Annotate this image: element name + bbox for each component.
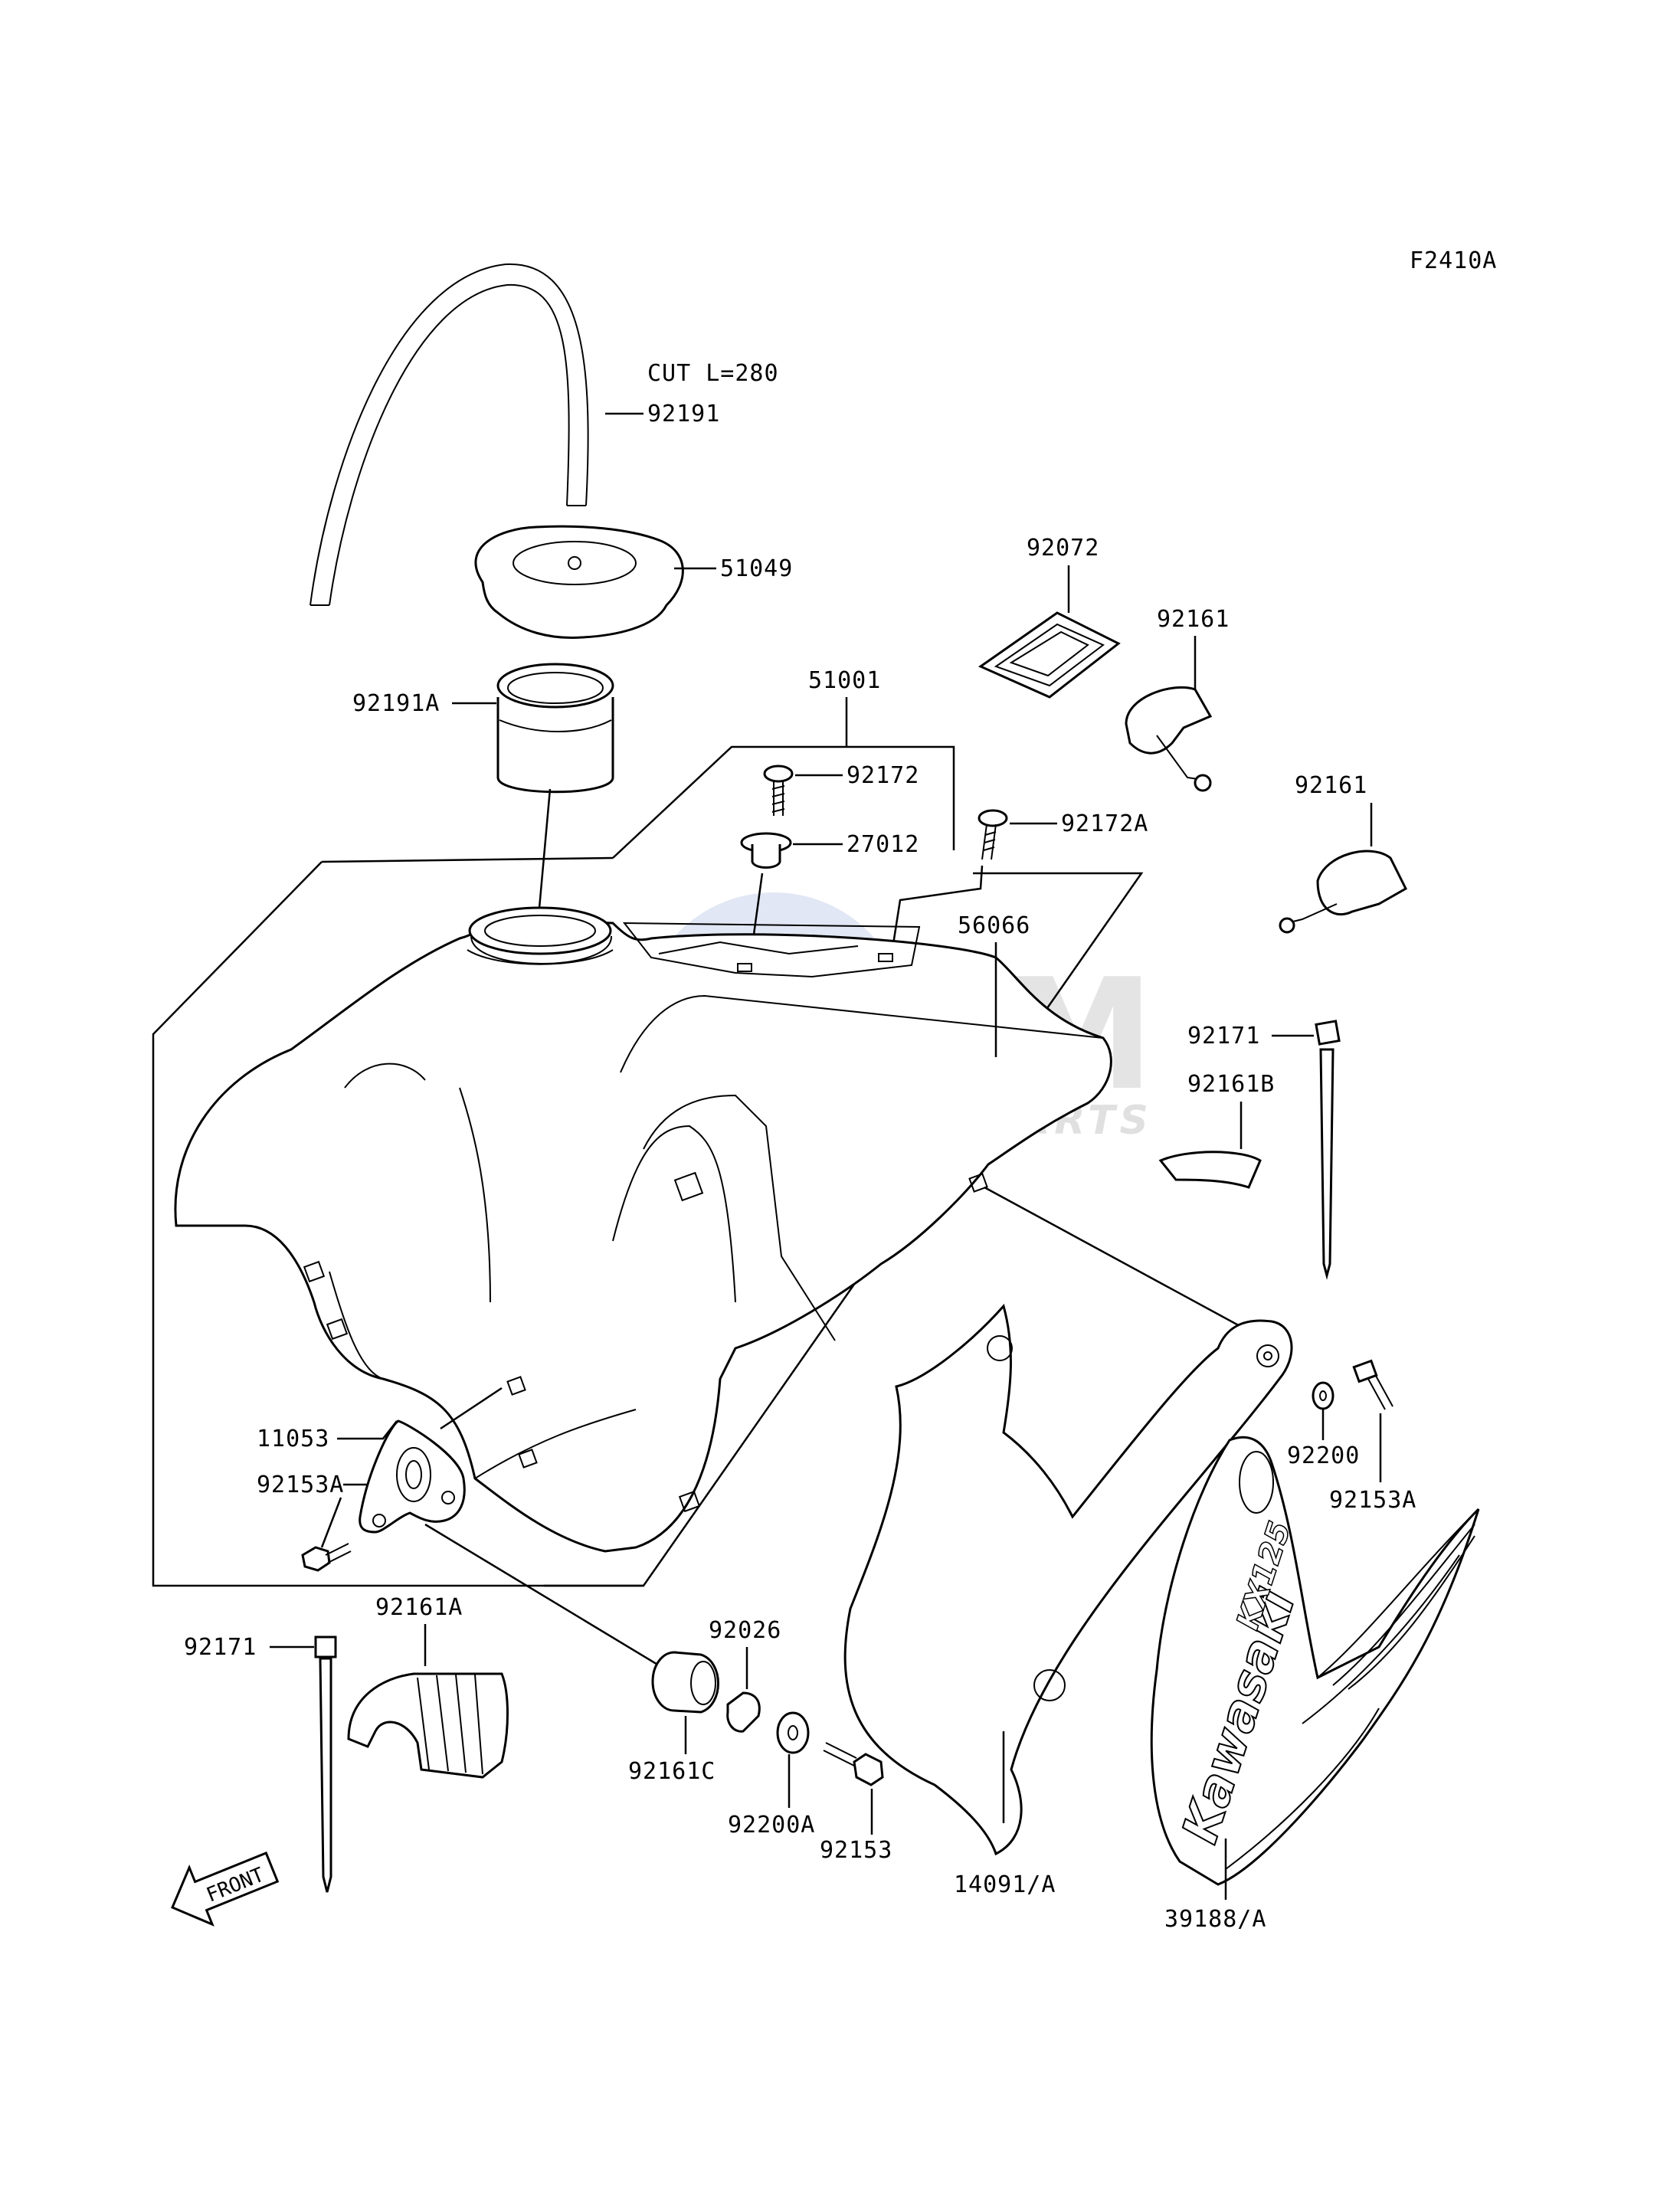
collar-92026 <box>726 1691 761 1733</box>
label-51049: 51049 <box>720 555 793 582</box>
front-direction-arrow: FRONT <box>171 1852 280 1927</box>
screw-92172A <box>978 809 1008 860</box>
label-11053: 11053 <box>257 1426 329 1452</box>
label-92171-right: 92171 <box>1187 1023 1260 1049</box>
label-56066: 56066 <box>958 912 1030 939</box>
washer-92200A <box>776 1711 810 1754</box>
label-92026: 92026 <box>709 1617 781 1644</box>
label-92200: 92200 <box>1287 1442 1360 1469</box>
tank-decal: Kawasaki KX125 <box>1150 1436 1480 1886</box>
label-14091A: 14091/A <box>954 1871 1056 1898</box>
label-27012: 27012 <box>847 831 919 858</box>
label-cut-length: CUT L=280 <box>647 360 779 387</box>
label-92072: 92072 <box>1027 535 1099 562</box>
rubber-band-92072 <box>978 611 1121 699</box>
cable-tie-right <box>1315 1020 1341 1280</box>
fuel-tank <box>174 906 1112 1553</box>
label-92161-top: 92161 <box>1157 606 1230 633</box>
label-92172A: 92172A <box>1061 810 1148 837</box>
clamp-92161-top <box>1125 686 1213 792</box>
bolt-92153A-left <box>301 1543 352 1572</box>
cable-tie-left <box>314 1635 337 1893</box>
label-92153A-right: 92153A <box>1329 1487 1416 1514</box>
label-92161C: 92161C <box>628 1758 716 1785</box>
fuel-cap <box>474 525 684 639</box>
filler-neck-ring <box>496 663 614 794</box>
cushion-92161B <box>1158 1151 1262 1189</box>
bolt-92153 <box>823 1742 884 1786</box>
diagram-code: F2410A <box>1410 247 1497 274</box>
screw-92172 <box>763 765 794 816</box>
clamp-92161-mid <box>1279 850 1407 934</box>
cushion-92161A <box>347 1672 509 1779</box>
label-92191: 92191 <box>647 401 720 427</box>
collar-27012 <box>740 832 792 869</box>
washer-92200 <box>1312 1381 1335 1410</box>
label-92161B: 92161B <box>1187 1071 1275 1098</box>
label-92191A: 92191A <box>352 690 440 717</box>
bolt-92153A-right <box>1352 1359 1393 1410</box>
fuel-tap <box>359 1419 466 1534</box>
label-92200A: 92200A <box>728 1812 815 1838</box>
label-39188A: 39188/A <box>1164 1906 1266 1933</box>
label-92153A-left: 92153A <box>257 1472 344 1498</box>
grommet-92161C <box>651 1651 719 1714</box>
breather-hose <box>309 263 589 606</box>
label-51001: 51001 <box>808 667 881 694</box>
label-92161-mid: 92161 <box>1295 772 1367 799</box>
radiator-shroud <box>843 1303 1293 1856</box>
label-92171-left: 92171 <box>184 1634 257 1661</box>
label-92161A: 92161A <box>375 1594 463 1621</box>
label-92172: 92172 <box>847 762 919 789</box>
label-92153: 92153 <box>820 1837 892 1864</box>
